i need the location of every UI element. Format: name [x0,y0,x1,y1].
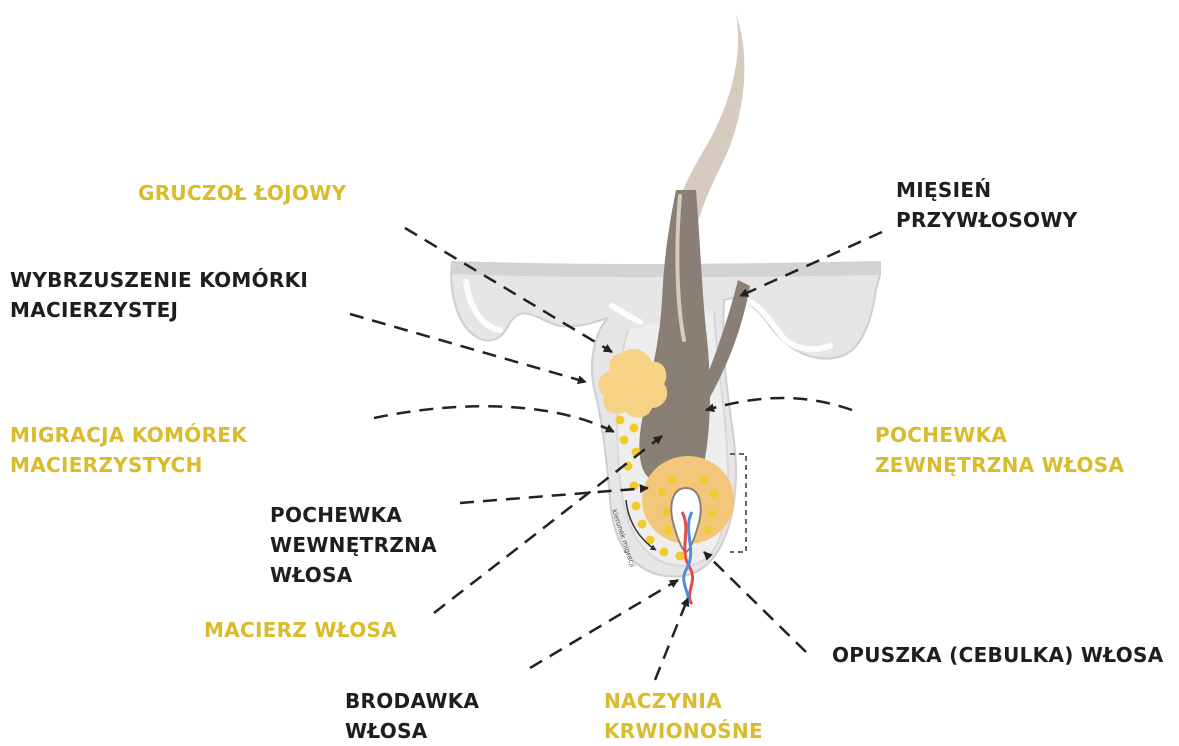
label-arrector-muscle-line2: PRZYWŁOSOWY [896,205,1077,235]
label-stem-cell-bulge-line1: WYBRZUSZENIE KOMÓRKI [10,265,308,295]
label-dermal-papilla-line1: BRODAWKA [345,686,479,716]
label-arrector-muscle: MIĘSIEŃ PRZYWŁOSOWY [896,175,1077,235]
label-stem-cell-migration-line1: MIGRACJA KOMÓREK [10,420,247,450]
label-arrector-muscle-line1: MIĘSIEŃ [896,175,1077,205]
label-hair-bulb-text: OPUSZKA (CEBULKA) WŁOSA [832,640,1164,670]
leader-hair-bulb [704,552,806,652]
label-outer-root-sheath: POCHEWKA ZEWNĘTRZNA WŁOSA [875,420,1124,480]
label-dermal-papilla: BRODAWKA WŁOSA [345,686,479,746]
label-stem-cell-bulge-line2: MACIERZYSTEJ [10,295,308,325]
label-inner-root-sheath-line2: WEWNĘTRZNA [270,530,437,560]
label-outer-root-sheath-line1: POCHEWKA [875,420,1124,450]
label-inner-root-sheath-line3: WŁOSA [270,560,437,590]
label-sebaceous-gland-text: GRUCZOŁ ŁOJOWY [138,178,346,208]
leader-stem-cell-migration [374,406,614,432]
label-inner-root-sheath: POCHEWKA WEWNĘTRZNA WŁOSA [270,500,437,590]
leader-blood-vessels [655,598,688,680]
label-stem-cell-migration-line2: MACIERZYSTYCH [10,450,247,480]
leader-dermal-papilla [530,580,678,668]
label-blood-vessels: NACZYNIA KRWIONOŚNE [604,686,763,746]
label-sebaceous-gland: GRUCZOŁ ŁOJOWY [138,178,346,208]
label-stem-cell-bulge: WYBRZUSZENIE KOMÓRKI MACIERZYSTEJ [10,265,308,325]
label-blood-vessels-line1: NACZYNIA [604,686,763,716]
label-hair-bulb: OPUSZKA (CEBULKA) WŁOSA [832,640,1164,670]
label-outer-root-sheath-line2: ZEWNĘTRZNA WŁOSA [875,450,1124,480]
label-inner-root-sheath-line1: POCHEWKA [270,500,437,530]
label-hair-matrix-text: MACIERZ WŁOSA [204,615,397,645]
label-stem-cell-migration: MIGRACJA KOMÓREK MACIERZYSTYCH [10,420,247,480]
label-hair-matrix: MACIERZ WŁOSA [204,615,397,645]
